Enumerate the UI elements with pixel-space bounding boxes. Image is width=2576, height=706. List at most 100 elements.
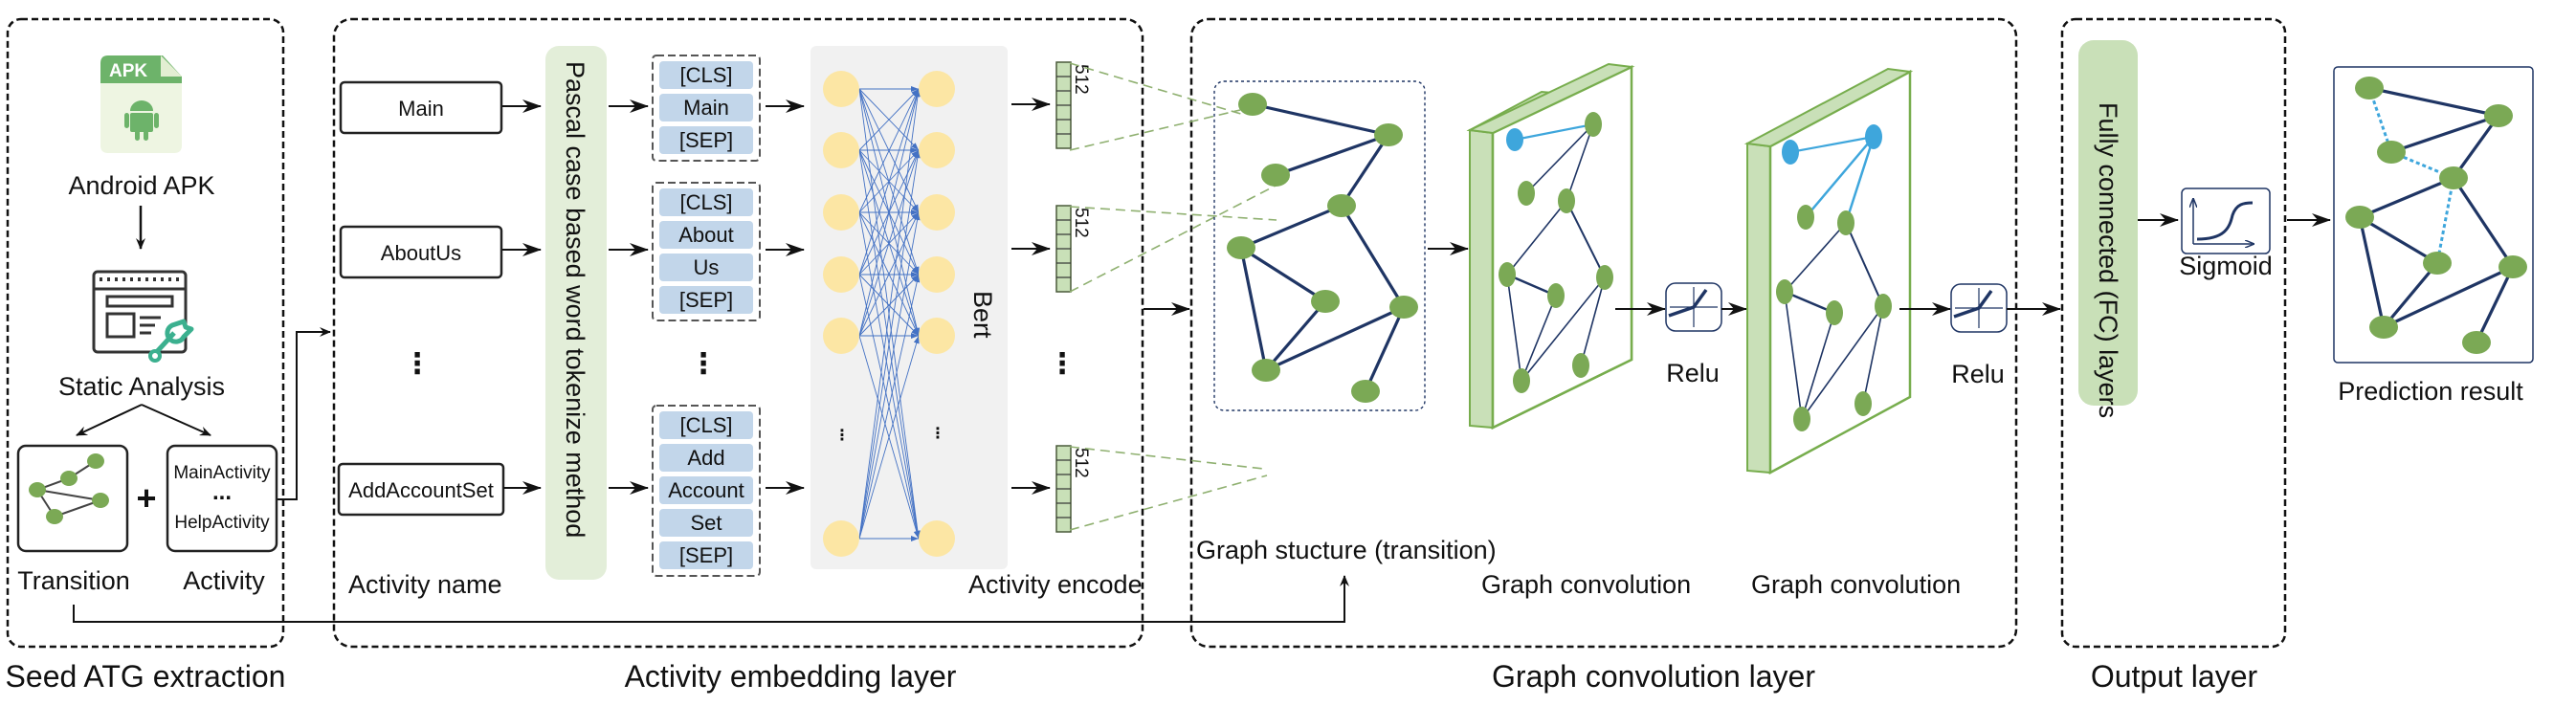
token-text: [CLS]: [679, 413, 732, 437]
activity-list-item: MainActivity: [173, 463, 271, 483]
graph-node: [1327, 194, 1356, 217]
arrow-activity-to-embedding: [278, 327, 331, 500]
graph-edge: [1784, 291, 1803, 420]
activity-encode-caption: Activity encode: [968, 570, 1143, 599]
activity-name-box: [339, 225, 503, 279]
bert-ellipsis: ⋮: [834, 428, 850, 444]
token-text: Add: [687, 446, 724, 470]
token-text: Main: [683, 96, 729, 120]
apk-file-icon: APK: [100, 55, 182, 153]
activity-name-box: [339, 80, 503, 135]
graph-edge: [1240, 204, 1343, 250]
bert-connection: [858, 335, 920, 540]
graph-edge: [2382, 261, 2439, 329]
token-text: About: [678, 223, 734, 247]
graph-node: [1782, 140, 1799, 165]
bert-input-neuron: [823, 132, 859, 168]
projection-lines: [1069, 62, 1278, 531]
graph-edge: [1566, 200, 1606, 278]
bert-connection: [858, 211, 921, 540]
fc-layers-label: Fully connected (FC) layers: [2094, 102, 2122, 418]
bert-output-neuron: [919, 71, 955, 107]
graph-edge: [1364, 306, 1406, 392]
sigmoid-label: Sigmoid: [2179, 252, 2273, 280]
token-text: [CLS]: [679, 190, 732, 214]
vector-dim-label: 512: [1071, 64, 1091, 95]
output-section-box: [2060, 17, 2287, 649]
tokenizer-label: Pascal case based word tokenize method: [561, 61, 589, 538]
relu-icon-1: [1665, 282, 1722, 332]
token-chip: [659, 476, 753, 504]
bert-connection: [858, 274, 920, 337]
activity-name-text: Main: [398, 97, 444, 121]
graph-node: [1865, 124, 1882, 149]
vector-dim-label: 512: [1071, 448, 1091, 478]
embedding-section-box: [332, 17, 1144, 649]
graph-node: [2355, 77, 2384, 99]
vectors-ellipsis: ⋮: [1048, 348, 1077, 380]
bert-connection: [858, 88, 920, 151]
graph-node: [1793, 407, 1810, 431]
bert-input-neuron: [823, 318, 859, 354]
graph-node: [2345, 206, 2374, 229]
embedding-section-title: Activity embedding layer: [625, 659, 957, 694]
bert-label: Bert: [968, 291, 997, 339]
token-chip: [659, 254, 753, 281]
graph-node: [1374, 123, 1403, 146]
token-chip: [659, 509, 753, 537]
tokenizer-panel: [545, 46, 607, 580]
graph-node: [2369, 316, 2398, 339]
activity-label: Activity: [183, 566, 265, 595]
graph-node: [1506, 128, 1523, 151]
graph-edge: [1789, 135, 1875, 154]
conv-graph-2: [1776, 124, 1892, 431]
graph-edge: [1525, 123, 1594, 194]
token-chip: [659, 126, 753, 154]
fc-layers-panel: [2078, 40, 2138, 406]
bert-connection: [858, 211, 920, 337]
graph-edge: [1784, 290, 1835, 315]
graph-node: [1826, 300, 1843, 325]
graph-node: [1797, 205, 1814, 230]
relu-icon-2: [1950, 283, 2008, 333]
activity-name-text: AddAccountSet: [348, 478, 494, 502]
graph-edge: [1239, 247, 1268, 371]
graph-node: [2377, 141, 2406, 164]
token-group-box: [652, 405, 761, 577]
graph-conv-caption-1: Graph convolution: [1481, 570, 1691, 599]
bert-output-neuron: [919, 194, 955, 231]
bert-connection: [858, 88, 920, 213]
graph-edge: [1784, 222, 1847, 293]
graph-edge: [1580, 276, 1606, 366]
sigmoid-icon: [2181, 188, 2271, 254]
graph-section-title: Graph convolution layer: [1492, 659, 1815, 694]
bert-network: ⋮⋮: [823, 71, 955, 557]
bert-connection: [858, 149, 920, 337]
graph-node: [1261, 164, 1290, 187]
graph-edge: [1521, 276, 1606, 382]
transition-mini-nodes: [29, 453, 109, 524]
graph-edge: [1506, 274, 1522, 382]
names-ellipsis: ⋮: [403, 348, 432, 380]
graph-edge: [1566, 123, 1594, 202]
graph-node: [2498, 255, 2527, 278]
bert-input-neuron: [823, 256, 859, 293]
token-text: Account: [668, 478, 744, 502]
arrow-analysis-to-activity: [141, 404, 211, 436]
transition-label: Transition: [17, 566, 130, 595]
graph-node: [1558, 188, 1575, 213]
graph-node: [2439, 166, 2468, 189]
graph-edge: [2359, 215, 2438, 265]
graph-node: [1572, 353, 1589, 378]
graph-node: [1513, 368, 1530, 393]
graph-node: [1389, 296, 1418, 319]
arrow-analysis-to-transition: [76, 404, 143, 436]
graph-structure-box: [1213, 80, 1426, 411]
graph-edge: [2452, 177, 2515, 268]
graph-node: [1499, 262, 1516, 287]
graph-edge: [1845, 222, 1884, 307]
graph-edge: [2368, 86, 2499, 118]
token-text: [SEP]: [679, 288, 733, 312]
graph-conv-panel-1: [1466, 62, 1635, 430]
